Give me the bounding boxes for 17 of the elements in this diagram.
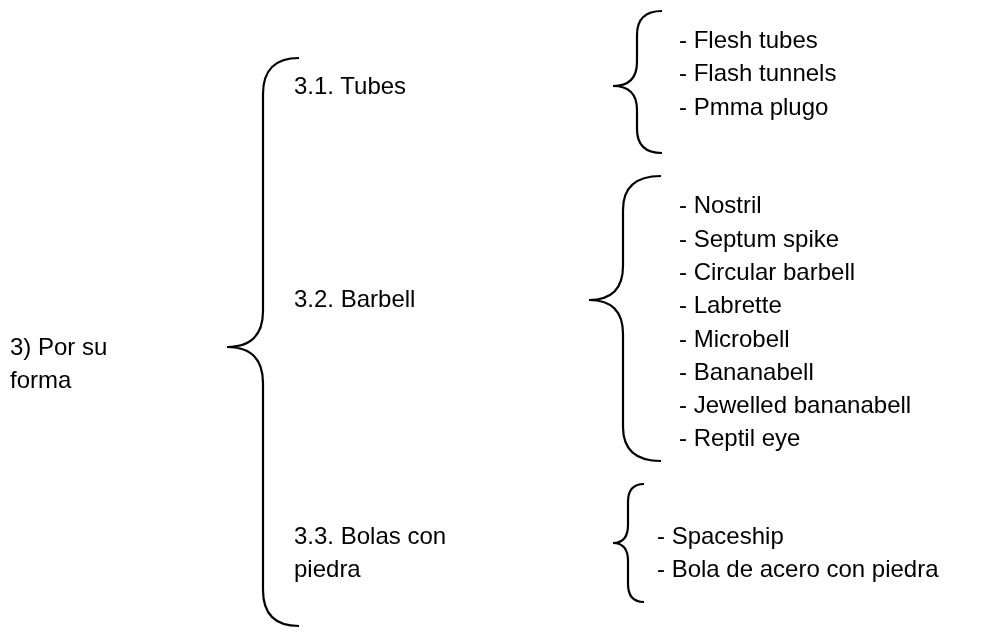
- list-item: - Flesh tubes: [679, 24, 819, 55]
- list-item: - Nostril: [679, 189, 763, 220]
- list-item: - Jewelled bananabell: [679, 389, 913, 420]
- list-item: - Bola de acero con piedra: [657, 553, 940, 584]
- subcategory-label: 3.2. Barbell: [294, 283, 417, 314]
- subcategory-label: 3.1. Tubes: [294, 70, 408, 101]
- list-item: - Spaceship: [657, 520, 785, 551]
- list-item: - Septum spike: [679, 223, 841, 254]
- list-item: - Circular barbell: [679, 256, 857, 287]
- list-item: - Bananabell: [679, 356, 815, 387]
- list-item: - Flash tunnels: [679, 57, 838, 88]
- list-item: - Reptil eye: [679, 422, 802, 453]
- list-item: - Microbell: [679, 323, 791, 354]
- list-item: - Labrette: [679, 289, 783, 320]
- category-heading: 3) Por su forma: [10, 331, 109, 395]
- list-item: - Pmma plugo: [679, 91, 830, 122]
- subcategory-label: 3.3. Bolas con piedra: [294, 520, 448, 584]
